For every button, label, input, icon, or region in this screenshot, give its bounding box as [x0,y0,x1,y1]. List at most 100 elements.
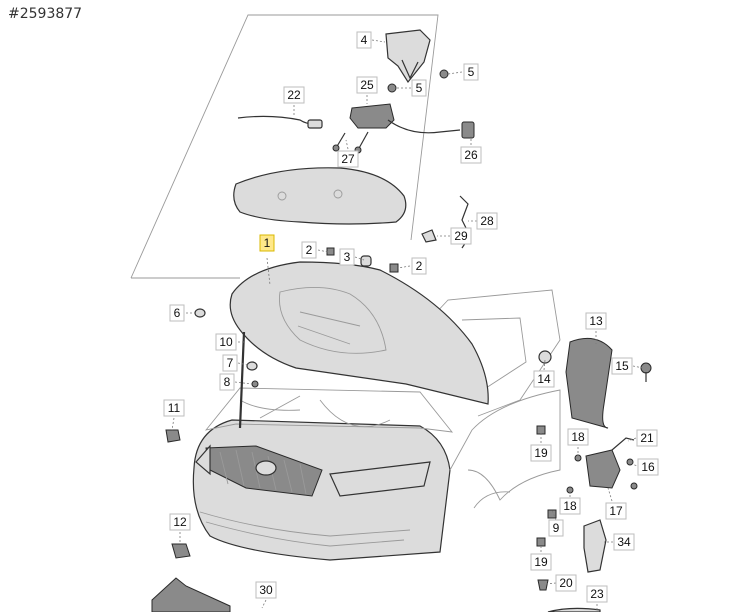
clip-part-29[interactable] [421,229,437,243]
clip-part-14[interactable] [538,350,552,364]
engine-hood[interactable] [229,261,489,405]
callout-number-14: 14 [537,372,551,386]
callout-box-21[interactable] [636,429,658,447]
callout-box-7[interactable] [222,354,238,372]
callout-box-20[interactable] [555,574,577,592]
trim-part-30[interactable] [151,577,231,612]
callout-number-15: 15 [615,359,629,373]
callout-number-4: 4 [361,33,368,47]
bracket-part-17[interactable] [585,449,621,489]
bolt-part-15[interactable] [640,362,652,382]
seal-strip-34[interactable] [583,519,607,573]
hood-gas-strut[interactable] [238,331,246,429]
callout-number-20: 20 [559,576,573,590]
callout-box-10[interactable] [215,333,237,351]
callout-box-12[interactable] [169,513,191,531]
callout-leader-8 [234,381,253,385]
callout-box-13[interactable] [585,312,607,330]
reference-number: #2593877 [8,6,83,22]
callout-number-2: 2 [416,259,423,273]
release-cable-part[interactable] [237,115,315,125]
callout-number-26: 26 [464,148,478,162]
front-bumper[interactable] [192,419,451,561]
clip-part-19[interactable] [536,425,546,435]
callout-leader-27 [345,139,349,150]
callout-number-16: 16 [641,460,655,474]
callout-box-15[interactable] [611,357,633,375]
callout-number-22: 22 [287,88,301,102]
clip-part-11[interactable] [165,429,181,443]
callout-number-5: 5 [416,81,423,95]
callout-box-27[interactable] [337,150,359,168]
part-23[interactable] [547,607,601,612]
windshield [419,289,561,417]
callout-number-9: 9 [553,521,560,535]
bolt-part-27[interactable] [332,131,369,154]
vehicle-body [192,289,561,561]
clip-part-6[interactable] [194,308,206,318]
callout-number-8: 8 [224,375,231,389]
clip-part-9[interactable] [547,509,557,519]
clips-part-16[interactable] [626,458,638,490]
cable-part-26[interactable] [387,119,461,134]
callout-box-29[interactable] [450,227,472,245]
headlight-right [329,461,431,497]
clip-part-7[interactable] [246,361,258,371]
callout-box-5[interactable] [463,63,479,81]
callout-leader-2 [317,249,329,253]
callout-leader-7 [237,362,249,366]
callout-box-2[interactable] [301,241,317,259]
callout-box-11[interactable] [163,399,185,417]
wheel-arch-liner[interactable] [565,337,613,429]
callout-box-14[interactable] [533,370,555,388]
callout-number-17: 17 [609,504,623,518]
callout-box-5[interactable] [411,79,427,97]
callout-box-17[interactable] [605,502,627,520]
hood-insulation-pad[interactable] [233,167,407,225]
headlight-left [195,444,211,476]
hood-clips [326,247,399,273]
lock-carrier-part[interactable] [349,103,395,129]
hood-lock-part[interactable] [385,29,431,84]
callout-leader-2 [397,265,411,269]
callout-box-34[interactable] [613,533,635,551]
callout-box-25[interactable] [356,76,378,94]
callout-leader-4 [371,39,386,43]
callout-box-18[interactable] [559,497,581,515]
callout-leader-9 [551,509,557,521]
callout-number-13: 13 [589,314,603,328]
callout-box-1[interactable] [259,234,275,252]
callout-box-16[interactable] [637,458,659,476]
callout-box-30[interactable] [255,581,277,599]
callout-box-19[interactable] [530,444,552,462]
callout-box-8[interactable] [219,373,235,391]
engine-bay [204,387,454,433]
callout-leader-3 [354,256,365,261]
callout-box-23[interactable] [586,585,608,603]
callout-box-9[interactable] [548,519,564,537]
front-fender[interactable] [449,389,561,501]
lower-grille [199,511,411,547]
exploded-view-frame [130,14,439,279]
callout-box-19[interactable] [530,553,552,571]
callout-number-2: 2 [306,243,313,257]
callout-box-2[interactable] [411,257,427,275]
callout-box-28[interactable] [476,212,498,230]
callout-number-10: 10 [219,335,233,349]
callout-box-6[interactable] [169,304,185,322]
callout-leader-21 [627,437,637,442]
callout-box-22[interactable] [283,86,305,104]
callout-number-21: 21 [640,431,654,445]
callout-leader-20 [544,582,557,585]
clip-part-12[interactable] [171,543,191,559]
callout-box-18[interactable] [567,428,589,446]
callout-number-28: 28 [480,214,494,228]
callout-box-4[interactable] [356,31,372,49]
callout-box-26[interactable] [460,146,482,164]
clip-part-20[interactable] [537,579,549,591]
callout-box-3[interactable] [339,248,355,266]
callout-number-18: 18 [563,499,577,513]
bolt-part-5[interactable] [387,69,449,93]
clip-part-8[interactable] [251,380,259,388]
